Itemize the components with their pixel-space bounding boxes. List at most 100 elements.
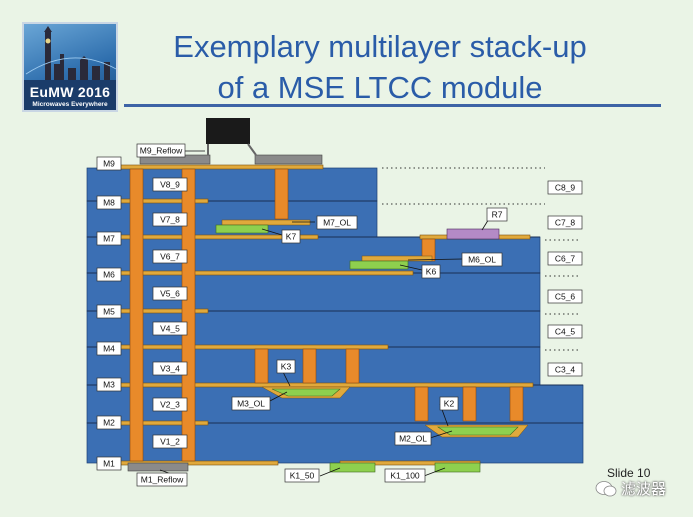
slide-title: Exemplary multilayer stack-up of a MSE L…: [130, 26, 630, 108]
via-m2-a: [414, 386, 429, 422]
resistor-overlays: [215, 219, 529, 438]
metal-label-m1-text: M1: [103, 459, 115, 469]
trace-m6: [117, 270, 414, 276]
via-m2-c: [509, 386, 524, 422]
cavity-label-c7_8-text: C7_8: [555, 218, 576, 228]
cavity-label-c6_7-text: C6_7: [555, 254, 576, 264]
cavity-label-c5_6-text: C5_6: [555, 292, 576, 302]
metal-label-m8: M8: [96, 195, 122, 210]
cavity-label-c4_5-text: C4_5: [555, 327, 576, 337]
resistor-label-m7_ol-text: M7_OL: [323, 218, 351, 228]
watermark: 滤波器: [595, 478, 666, 499]
title-divider: [124, 104, 661, 107]
m1-reflow-pad: [127, 462, 189, 472]
via-label-v2_3-text: V2_3: [160, 400, 180, 410]
via-label-v7_8-text: V7_8: [160, 215, 180, 225]
m9-reflow-pad-right: [254, 154, 323, 165]
via-m3-c: [345, 348, 360, 384]
cavity-label-c6_7: C6_7: [547, 251, 583, 266]
via-label-v5_6-text: V5_6: [160, 289, 180, 299]
dielectric-layers: [86, 167, 584, 464]
metal-label-m6-text: M6: [103, 270, 115, 280]
metal-label-m7: M7: [96, 231, 122, 246]
slide-title-line1: Exemplary multilayer stack-up: [173, 29, 587, 64]
resistor-label-m7_ol: M7_OL: [316, 215, 358, 230]
via-label-v4_5-text: V4_5: [160, 324, 180, 334]
ground-label-k1_50-text: K1_50: [290, 471, 315, 481]
eumw-logo: EuMW 2016 Microwaves Everywhere: [22, 22, 118, 112]
ground-label-k2-text: K2: [444, 399, 455, 409]
via-label-v8_9: V8_9: [152, 177, 188, 192]
ground-label-k1_100: K1_100: [384, 468, 426, 483]
via-column-left: [129, 168, 144, 462]
overlay-m3: [271, 388, 341, 397]
ground-label-k3: K3: [276, 359, 296, 374]
metal-label-m5: M5: [96, 304, 122, 319]
ground-label-k1_100-text: K1_100: [390, 471, 420, 481]
slide-number: Slide 10: [607, 466, 651, 480]
cavity-label-c3_4: C3_4: [547, 362, 583, 377]
via-label-v4_5: V4_5: [152, 321, 188, 336]
resistor-label-m3_ol-text: M3_OL: [237, 399, 265, 409]
vias: [129, 168, 524, 462]
ground-label-k7: K7: [281, 229, 301, 244]
slide-title-line2: of a MSE LTCC module: [217, 70, 543, 105]
ground-label-k3-text: K3: [281, 362, 292, 372]
component-label-r7: R7: [486, 207, 508, 222]
reflow-label-m1-text: M1_Reflow: [141, 475, 184, 485]
via-label-v3_4-text: V3_4: [160, 364, 180, 374]
via-label-v5_6: V5_6: [152, 286, 188, 301]
via-label-v8_9-text: V8_9: [160, 180, 180, 190]
trace-m4: [117, 344, 389, 350]
reflow-label-m9-text: M9_Reflow: [140, 146, 183, 156]
via-label-v3_4: V3_4: [152, 361, 188, 376]
trace-m3: [117, 382, 534, 388]
metal-label-m2: M2: [96, 415, 122, 430]
ground-label-k6: K6: [421, 264, 441, 279]
metal-label-m4: M4: [96, 341, 122, 356]
trace-m9: [117, 164, 324, 170]
component-label-r7-text: R7: [492, 210, 503, 220]
resistor-label-m3_ol: M3_OL: [231, 396, 271, 411]
via-label-v2_3: V2_3: [152, 397, 188, 412]
resistor-label-m6_ol-text: M6_OL: [468, 255, 496, 265]
overlay-m6: [349, 260, 409, 270]
via-label-v6_7: V6_7: [152, 249, 188, 264]
ground-label-k7-text: K7: [286, 232, 297, 242]
cavity-label-c5_6: C5_6: [547, 289, 583, 304]
watermark-text: 滤波器: [621, 481, 667, 498]
cavity-label-c4_5: C4_5: [547, 324, 583, 339]
via-m2-b: [462, 386, 477, 422]
top-chip: [206, 118, 250, 144]
cavity-label-c8_9-text: C8_9: [555, 183, 576, 193]
metal-label-m2-text: M2: [103, 418, 115, 428]
big-ben-skyline-icon: [24, 26, 116, 110]
resistor-label-m6_ol: M6_OL: [461, 252, 503, 267]
metal-label-m1: M1: [96, 456, 122, 471]
metal-label-m9-text: M9: [103, 159, 115, 169]
resistor-label-m2_ol: M2_OL: [394, 431, 432, 446]
via-label-v1_2-text: V1_2: [160, 437, 180, 447]
resistor-label-m2_ol-text: M2_OL: [399, 434, 427, 444]
via-label-v6_7-text: V6_7: [160, 252, 180, 262]
reflow-label-m1: M1_Reflow: [136, 472, 188, 487]
metal-label-m9: M9: [96, 156, 122, 171]
via-k7: [274, 168, 289, 220]
r7-component: [446, 228, 500, 240]
logo-tagline: Microwaves Everywhere: [32, 101, 108, 108]
metal-label-m7-text: M7: [103, 234, 115, 244]
metal-label-m6: M6: [96, 267, 122, 282]
metal-label-m3: M3: [96, 377, 122, 392]
metal-label-m8-text: M8: [103, 198, 115, 208]
ground-label-k1_50: K1_50: [284, 468, 320, 483]
reflow-label-m9: M9_Reflow: [136, 143, 186, 158]
ground-label-k2: K2: [439, 396, 459, 411]
k1-50-pad: [329, 462, 376, 473]
chat-bubble-icon: [595, 480, 617, 496]
overlay-m7: [215, 224, 269, 234]
cavity-label-c3_4-text: C3_4: [555, 365, 576, 375]
cavity-guides: [382, 167, 578, 351]
cavity-label-c7_8: C7_8: [547, 215, 583, 230]
